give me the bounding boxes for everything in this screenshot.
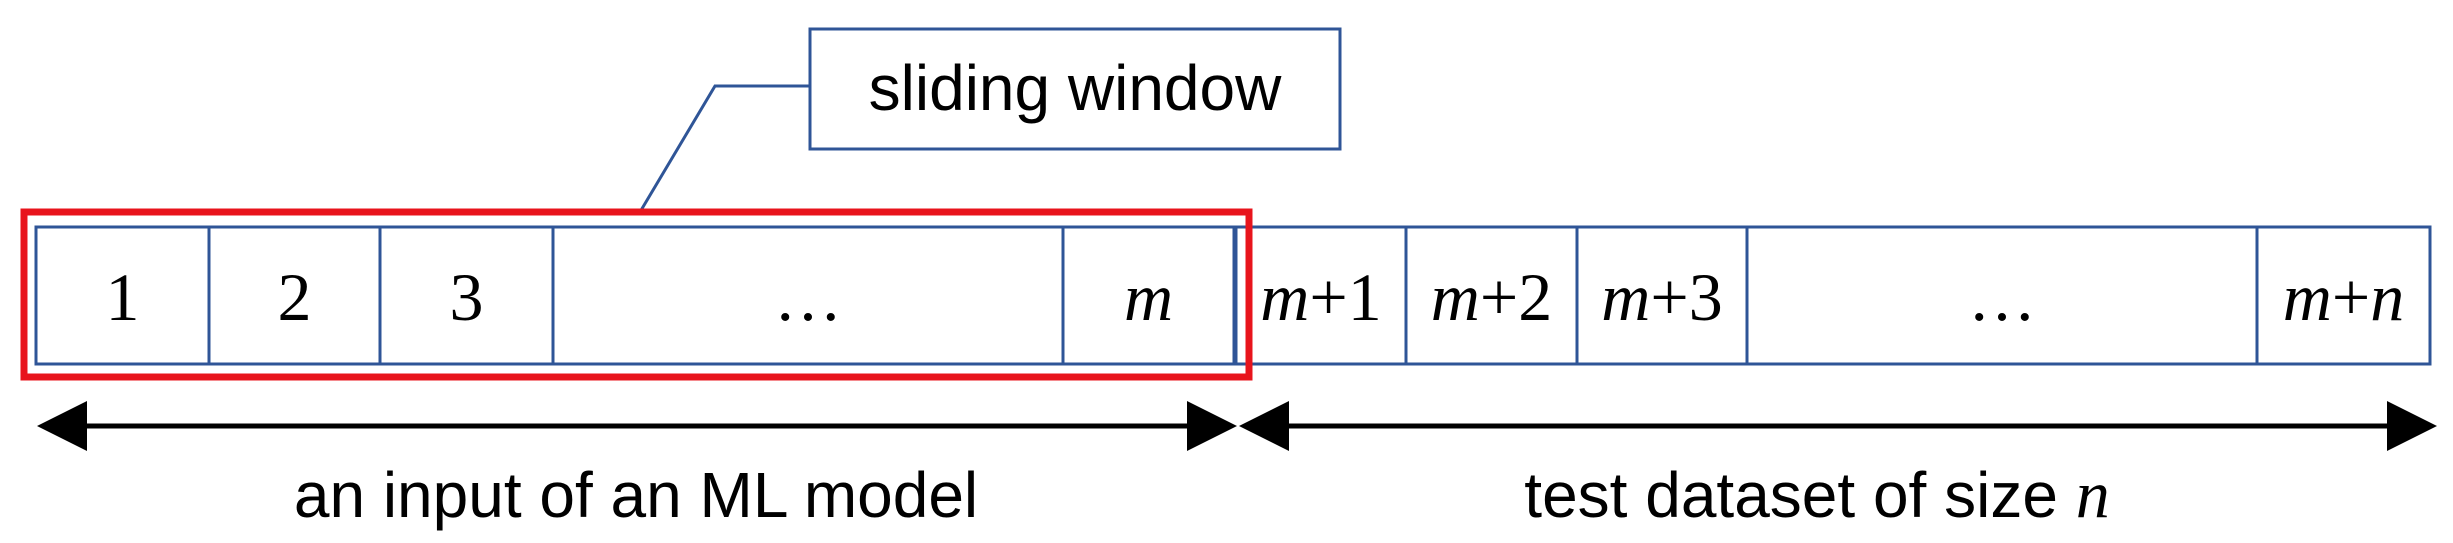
cell-box (2255, 225, 2432, 366)
cell-box (34, 225, 211, 366)
cell-label-rest: +2 (1480, 259, 1552, 335)
cell-label-var2: n (2370, 259, 2404, 335)
cell-label-var: m (1431, 259, 1480, 335)
cell-label-rest: +3 (1650, 259, 1722, 335)
cell-label-var: m (1260, 259, 1309, 335)
cell-box (1404, 225, 1579, 366)
cell-label: m+n (2283, 259, 2404, 335)
cell-label: … (774, 259, 842, 335)
cell-label: m+2 (1431, 259, 1552, 335)
cell-label: 2 (278, 259, 312, 335)
cell-label-rest: +1 (1309, 259, 1381, 335)
cell-label: m (1124, 259, 1173, 335)
cell-label-var: m (2283, 259, 2332, 335)
cell-label-var: m (1601, 259, 1650, 335)
cell-label: 1 (106, 259, 140, 335)
cell-box (207, 225, 382, 366)
test-span-label-var: n (2076, 456, 2110, 532)
cell-box (1061, 225, 1236, 366)
callout-label: sliding window (869, 52, 1282, 124)
input-span-label: an input of an ML model (294, 459, 978, 531)
cell-box (1745, 225, 2259, 366)
callout-box (808, 27, 1342, 151)
sliding-window-outline (20, 208, 1253, 381)
cell-label-rest: + (2332, 259, 2370, 335)
test-span-label-prefix: test dataset of size (1524, 459, 2075, 531)
cell-label: … (1968, 259, 2036, 335)
cell-box (1575, 225, 1749, 366)
cell-box (1234, 225, 1408, 366)
cell-label: m+3 (1601, 259, 1722, 335)
cell-label: 3 (450, 259, 484, 335)
test-span-label: test dataset of size n (1524, 456, 2109, 532)
cell-box (551, 225, 1065, 366)
cell-label: m+1 (1260, 259, 1381, 335)
callout-leader-line (638, 84, 810, 213)
